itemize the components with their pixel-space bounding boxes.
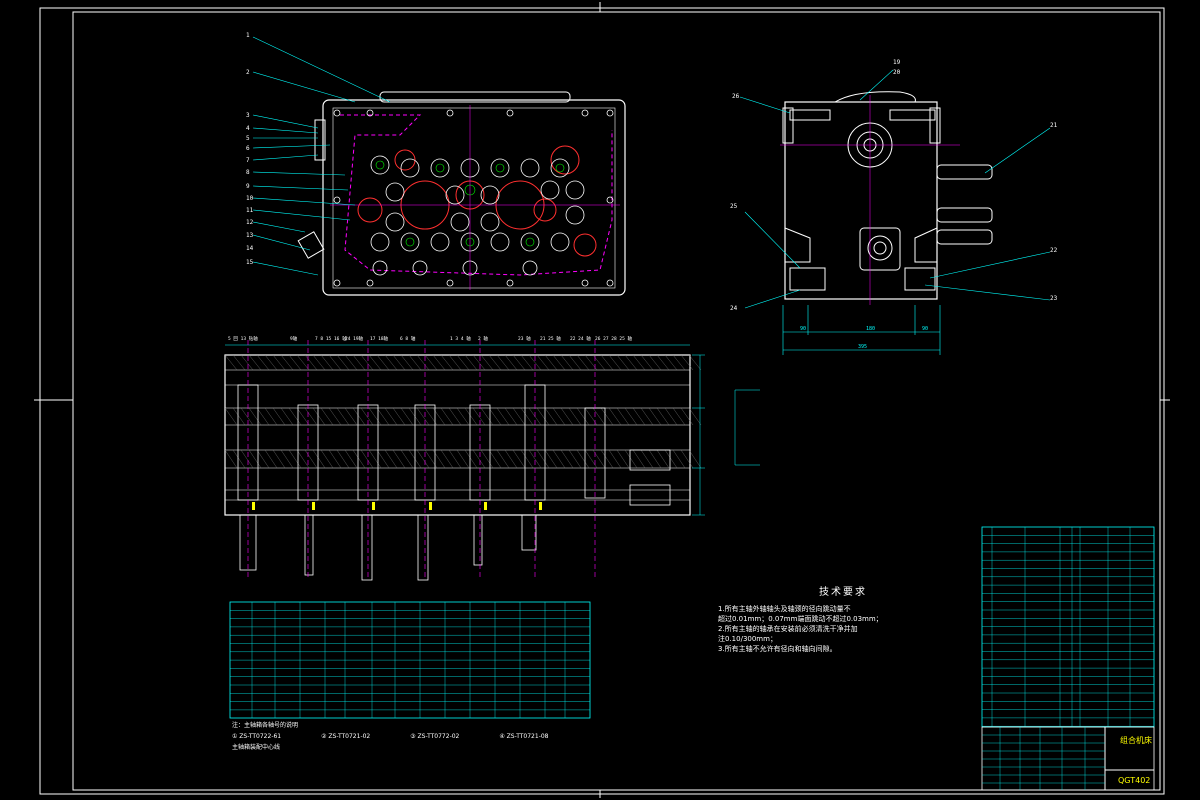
axis-label: 21 25 轴 <box>540 335 561 342</box>
callout-label: 13 <box>246 232 254 239</box>
callout-label: 20 <box>893 69 901 76</box>
tech-line: 注0.10/300mm； <box>718 635 777 643</box>
callout-label: 14 <box>246 245 254 252</box>
callout-label: 5 <box>246 135 250 142</box>
axis-label: 9轴 <box>290 335 298 342</box>
front-view <box>252 36 626 296</box>
axis-label: 6 8 轴 <box>400 335 416 342</box>
callout-label: 21 <box>1050 122 1058 129</box>
note-item: ④ ZS-TT0721-08 <box>499 733 549 740</box>
axis-label: 5 回 13 钻轴 <box>228 335 258 342</box>
table-notes: 注：主轴箱各轴号的说明 ① ZS-TT0722-61 ② ZS-TT0721-0… <box>232 720 549 753</box>
callout-label: 10 <box>246 195 254 202</box>
drawing-title: 组合机床 <box>1120 736 1152 745</box>
note-item: ① ZS-TT0722-61 <box>232 733 282 740</box>
callout-label: 19 <box>893 59 901 66</box>
callout-label: 1 <box>246 32 250 39</box>
section-view-labels: 5 回 13 钻轴 9轴 7 8 15 16 轴24 19轴 17 18轴 6 8 轴 1… <box>228 335 633 342</box>
spindle-table <box>229 601 591 719</box>
callout-label: 12 <box>246 219 254 226</box>
outer-frame <box>39 7 1165 795</box>
tech-line: 2.所有主轴的轴承在安装前必须清洗干净并加 <box>718 625 858 633</box>
drawing-code: QGT402 <box>1118 776 1151 785</box>
callout-label: 26 <box>732 93 740 100</box>
tech-requirements-title: 技术要求 <box>819 587 867 598</box>
axis-label: 1 3 4 轴 <box>450 335 471 342</box>
side-view <box>739 69 1051 355</box>
callout-label: 25 <box>730 203 738 210</box>
axis-label: 2 轴 <box>478 335 488 342</box>
axis-label: 24 19轴 <box>345 335 364 342</box>
callout-label: 11 <box>246 207 254 214</box>
callout-label: 9 <box>246 183 250 190</box>
inner-frame <box>72 11 1161 791</box>
axis-label: 22 24 轴 <box>570 335 591 342</box>
section-view <box>224 340 760 581</box>
axis-label: 17 18轴 <box>370 335 389 342</box>
tech-line: 1.所有主轴外轴轴头及轴颈的径向跳动量不 <box>718 605 851 613</box>
tech-requirements: 技术要求 1.所有主轴外轴轴头及轴颈的径向跳动量不 超过0.01mm；0.07m… <box>718 588 968 654</box>
callout-label: 6 <box>246 145 250 152</box>
callout-label: 8 <box>246 169 250 176</box>
axis-label: 7 8 15 16 轴 <box>315 335 347 342</box>
dimension-label: 90 <box>800 326 806 332</box>
axis-label: 26 27 28 25 轴 <box>595 335 633 342</box>
callout-label: 7 <box>246 157 250 164</box>
title-block <box>981 726 1155 791</box>
callout-label: 15 <box>246 259 254 266</box>
note-item: ② ZS-TT0721-02 <box>321 733 371 740</box>
parts-list <box>981 526 1155 728</box>
callout-label: 2 <box>246 69 250 76</box>
tech-line: 超过0.01mm；0.07mm端面跳动不超过0.03mm； <box>718 615 883 623</box>
callout-label: 23 <box>1050 295 1058 302</box>
dimension-label: 395 <box>858 344 867 350</box>
note-item: ③ ZS-TT0772-02 <box>410 733 460 740</box>
callout-label: 3 <box>246 112 250 119</box>
side-view-labels: 19 20 26 21 25 22 24 23 90 180 90 395 <box>730 59 1058 350</box>
tech-line: 3.所有主轴不允许有径向和轴向间隙。 <box>718 645 837 653</box>
callout-label: 4 <box>246 125 250 132</box>
dimension-label: 180 <box>866 326 875 332</box>
notes-footer: 主轴箱装配中心线 <box>232 744 281 751</box>
notes-header: 注：主轴箱各轴号的说明 <box>232 722 299 729</box>
callout-label: 24 <box>730 305 738 312</box>
dimension-label: 90 <box>922 326 928 332</box>
axis-label: 23 轴 <box>518 335 531 342</box>
callout-label: 22 <box>1050 247 1058 254</box>
